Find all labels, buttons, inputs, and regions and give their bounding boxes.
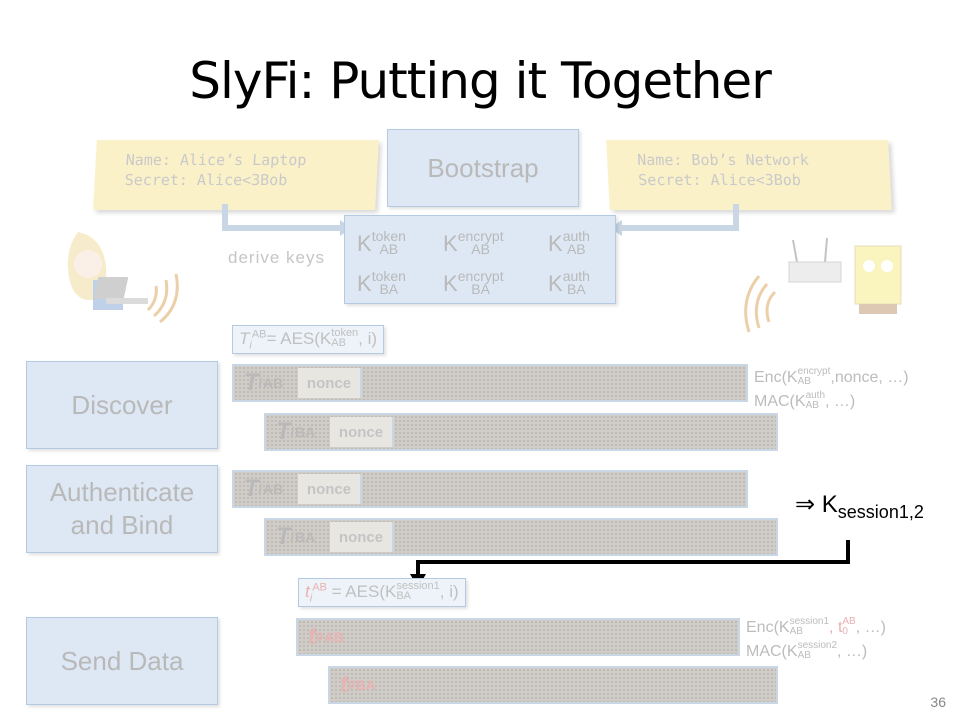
packet-nonce: nonce <box>330 522 394 552</box>
router-spongebob-illustration <box>744 237 902 333</box>
step-discover: Discover <box>26 361 218 449</box>
alice-secret-line: Secret: Alice<3Bob <box>124 171 288 189</box>
slide-title: SlyFi: Putting it Together <box>189 52 772 110</box>
alice-laptop-illustration <box>67 232 179 324</box>
packet-nonce: nonce <box>298 368 362 398</box>
session-key-label: ⇒ Ksession1,2 <box>795 491 924 522</box>
bob-secret-line: Secret: Alice<3Bob <box>637 171 802 189</box>
packet-nonce: nonce <box>298 474 362 504</box>
bob-name-line: Name: Bob’s Network <box>636 151 810 169</box>
step-send-data: Send Data <box>26 617 218 705</box>
page-number: 36 <box>930 694 946 710</box>
bob-credentials-note: Name: Bob’s Network Secret: Alice<3Bob <box>606 140 892 210</box>
bootstrap-box: Bootstrap <box>387 129 579 207</box>
packet-nonce: nonce <box>330 417 394 447</box>
alice-name-line: Name: Alice’s Laptop <box>125 151 307 169</box>
alice-credentials-note: Name: Alice’s Laptop Secret: Alice<3Bob <box>93 140 379 210</box>
derive-keys-label: derive keys <box>228 248 325 267</box>
